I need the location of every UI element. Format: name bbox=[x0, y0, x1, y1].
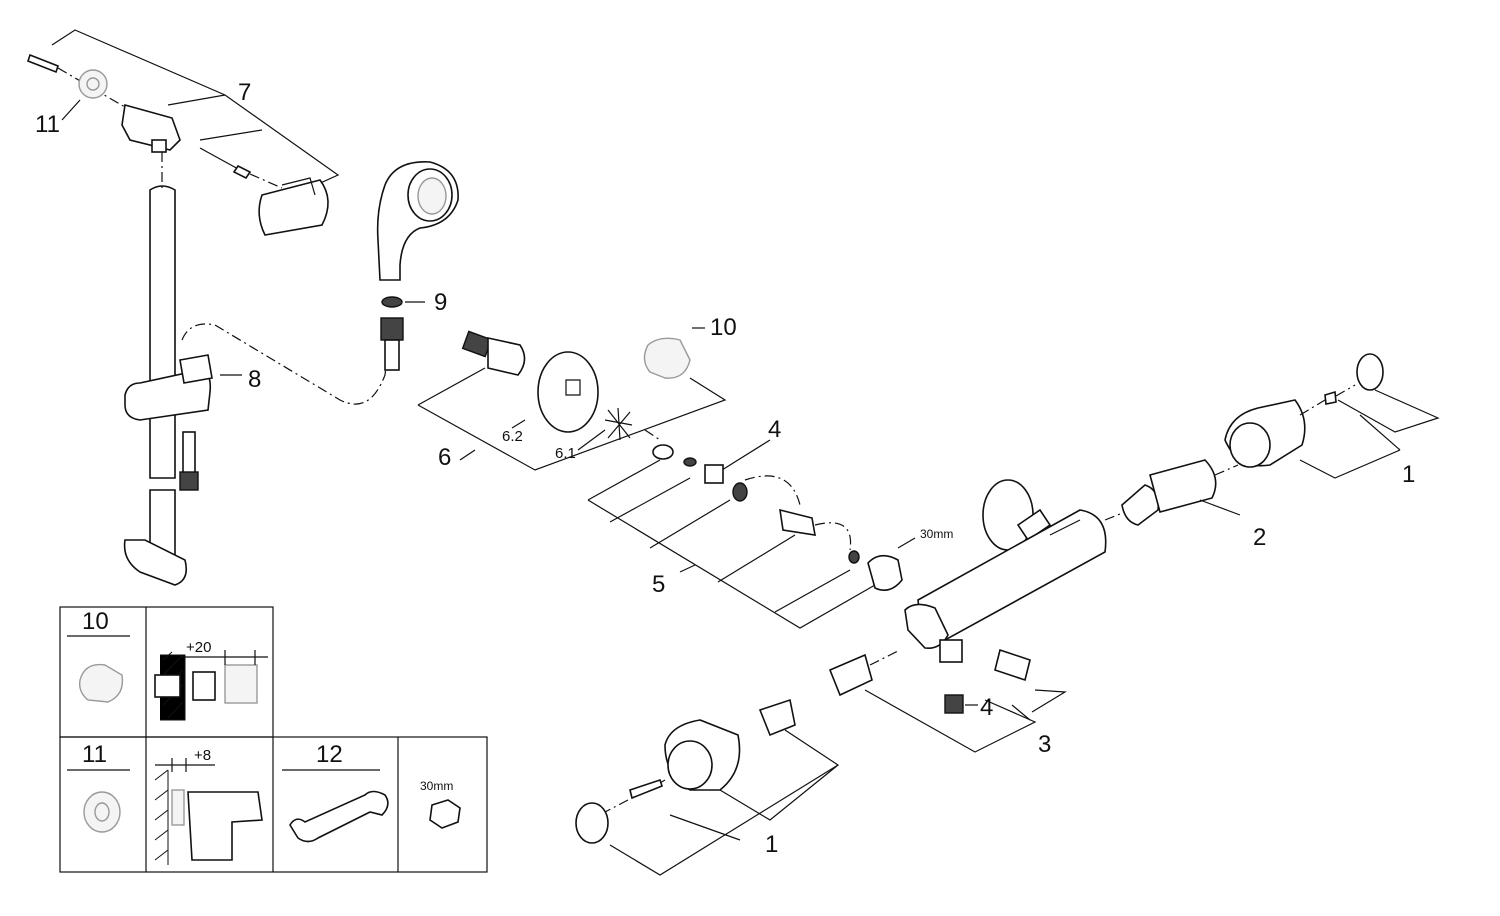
bracket-cover-cap bbox=[258, 179, 329, 236]
handle-screw-left bbox=[629, 778, 663, 800]
shower-rail bbox=[149, 185, 176, 479]
check-valve-4-lower bbox=[944, 694, 964, 714]
bracket-screw bbox=[199, 147, 241, 171]
inset-number-11: 11 bbox=[82, 741, 107, 768]
inset-nipple bbox=[154, 674, 181, 698]
inset-number-10: 10 bbox=[82, 608, 109, 635]
callout-6-1: 6.1 bbox=[555, 445, 576, 462]
callout-5: 5 bbox=[652, 571, 665, 598]
callout-11: 11 bbox=[35, 111, 60, 138]
o-ring bbox=[683, 457, 697, 467]
inset-extension-fitted bbox=[224, 664, 258, 704]
filter-screen bbox=[652, 444, 674, 460]
callout-6: 6 bbox=[438, 444, 451, 471]
wall-connection-group bbox=[417, 327, 727, 471]
union-nut-30mm bbox=[867, 554, 903, 591]
handle-screw-right bbox=[1324, 390, 1337, 405]
inset-extension-dimension-11: +8 bbox=[194, 747, 211, 764]
nut-size-label: 30mm bbox=[920, 527, 953, 541]
inset-number-12: 12 bbox=[316, 741, 343, 768]
rail-assembly bbox=[27, 29, 391, 586]
wall-rosette bbox=[537, 351, 599, 433]
diverter-cartridge bbox=[828, 653, 873, 697]
inset-table: 10 +20 11 +8 12 30mm bbox=[59, 606, 488, 873]
hex-nut-icon bbox=[429, 799, 461, 829]
callout-2: 2 bbox=[1253, 524, 1266, 551]
callout-6-2: 6.2 bbox=[502, 428, 523, 445]
cover-cap-right bbox=[1356, 353, 1384, 391]
callout-labels: 7 11 8 9 10 6 6.2 6.1 4 5 30mm 2 1 4 3 1 bbox=[35, 79, 1415, 858]
wrench-icon bbox=[289, 790, 389, 843]
callout-4-upper: 4 bbox=[768, 416, 781, 443]
wall-bracket-top bbox=[121, 103, 181, 151]
callout-1-right: 1 bbox=[1402, 461, 1415, 488]
thermostat-body bbox=[904, 479, 1131, 663]
callout-8: 8 bbox=[248, 366, 261, 393]
check-valve-group bbox=[587, 439, 916, 629]
hand-shower-group bbox=[376, 161, 459, 371]
extension-piece-10 bbox=[643, 337, 691, 379]
callout-3: 3 bbox=[1038, 731, 1051, 758]
retaining-clip bbox=[994, 648, 1031, 682]
hose-nut bbox=[179, 471, 199, 491]
star-washer-6-1 bbox=[604, 407, 633, 441]
callout-4-lower: 4 bbox=[980, 694, 993, 721]
wall-plug bbox=[27, 53, 59, 74]
body-outlet bbox=[939, 639, 963, 663]
right-handle-group bbox=[1121, 353, 1440, 526]
wall-bracket-bottom bbox=[123, 539, 188, 586]
cartridge-2 bbox=[1121, 484, 1160, 526]
shower-hose-path bbox=[181, 323, 391, 405]
leader-7-frame bbox=[51, 29, 340, 191]
callout-1-lower: 1 bbox=[765, 831, 778, 858]
callout-9: 9 bbox=[434, 289, 447, 316]
cover-cap-left bbox=[575, 802, 609, 844]
lower-handle-group bbox=[575, 648, 1067, 876]
inset-extension-icon bbox=[78, 663, 124, 703]
hose-end-nut bbox=[380, 317, 404, 341]
inset-bracket-icon bbox=[187, 791, 263, 861]
callout-10: 10 bbox=[710, 314, 737, 341]
callout-7: 7 bbox=[238, 79, 251, 106]
inset-nut-size-label: 30mm bbox=[420, 779, 453, 793]
inset-extension-dimension-10: +20 bbox=[186, 639, 211, 656]
eccentric-connector bbox=[779, 508, 816, 536]
check-valve-4 bbox=[704, 464, 724, 484]
hose-washer-9 bbox=[381, 296, 403, 308]
spindle-adapter bbox=[758, 698, 796, 737]
threaded-nipple bbox=[461, 330, 493, 358]
